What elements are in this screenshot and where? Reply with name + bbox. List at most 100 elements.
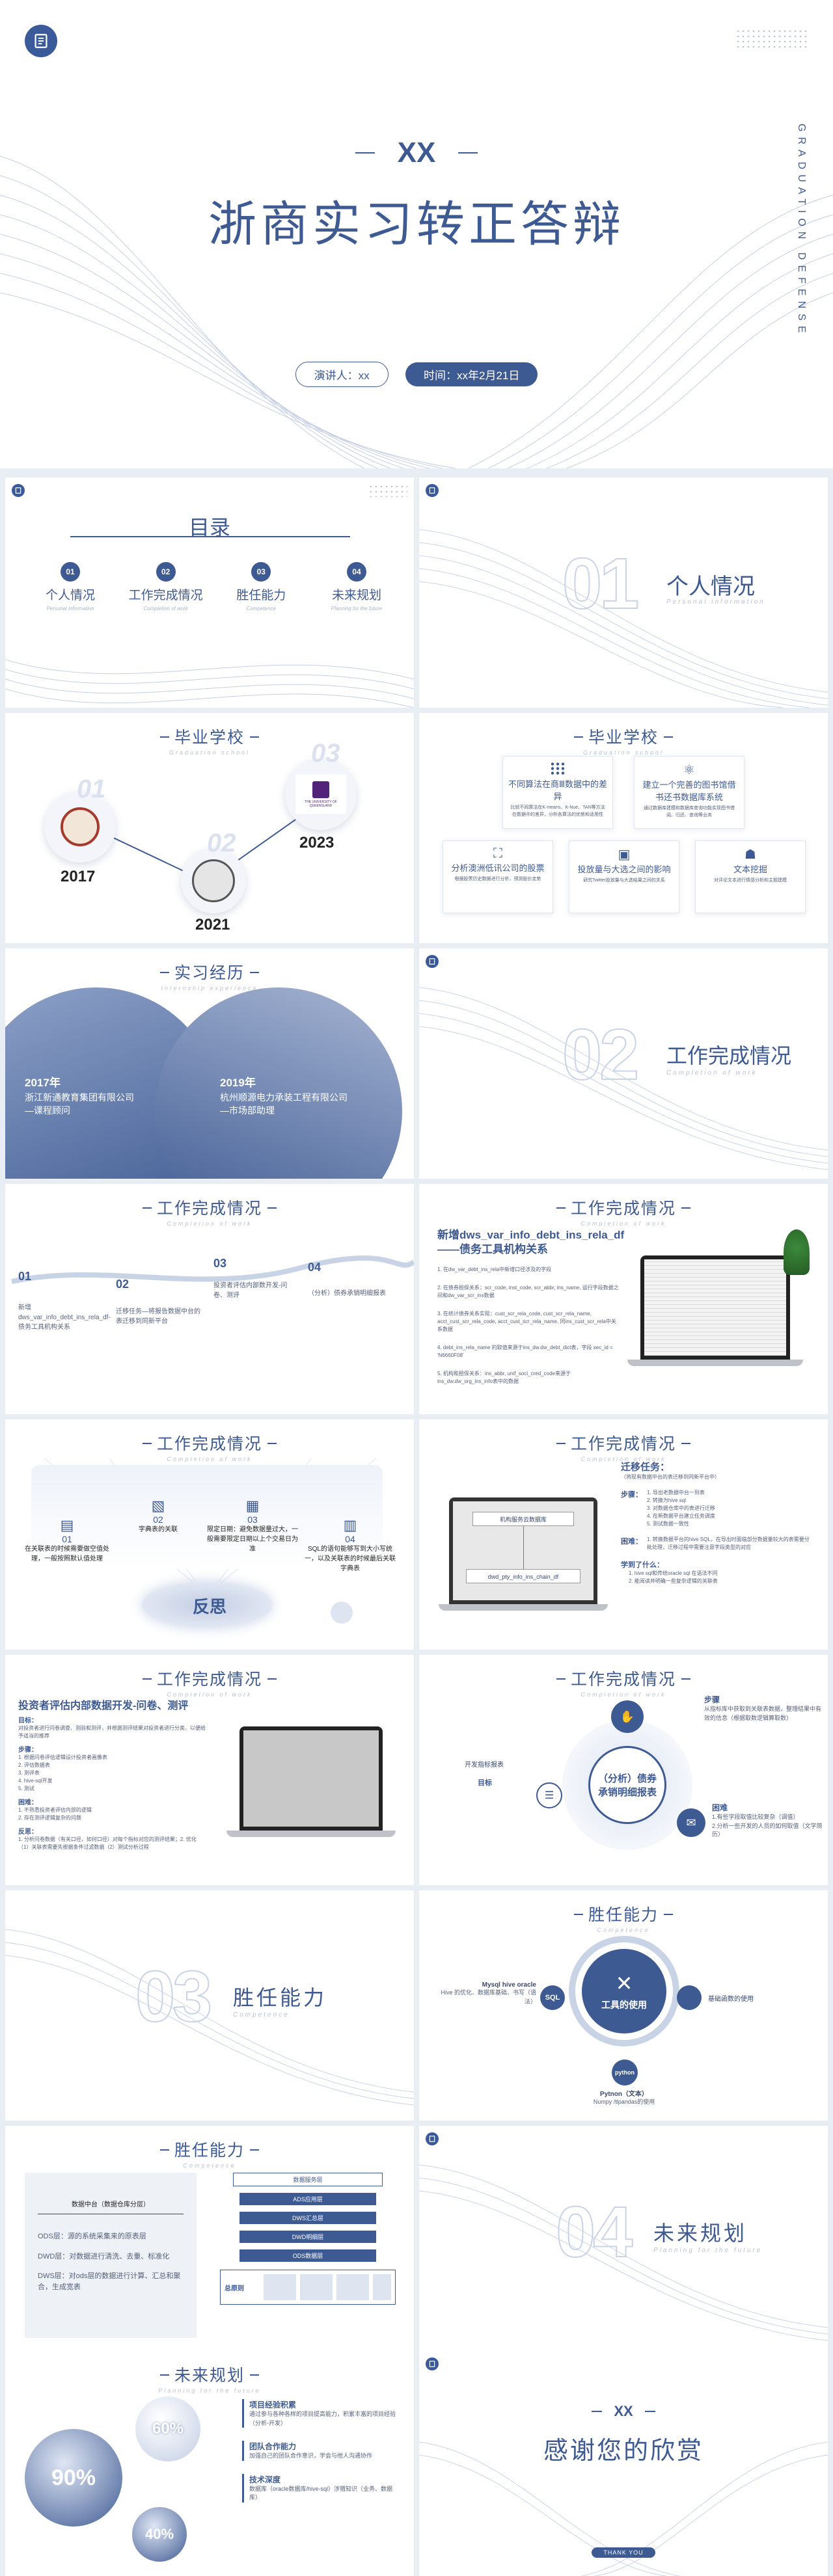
reflect-item-4: ▥ 04 SQL的语句能够写到大小写统一，以及关联表的时候最后关联字典表	[305, 1517, 396, 1572]
school-logo-icon	[25, 25, 57, 57]
tools-icon: ✕	[615, 1972, 633, 1995]
section-title: 工作完成情况	[666, 1044, 792, 1067]
calendar-icon: ▦	[245, 1497, 260, 1514]
cover-title: 浙商实习转正答辩	[208, 197, 625, 251]
logo-icon	[12, 484, 25, 497]
date-badge: 时间：xx年2月21日	[405, 362, 538, 386]
slide-title: 未来规划	[159, 2363, 260, 2386]
slide-title: 毕业学校	[573, 725, 674, 748]
slide-title: 工作完成情况	[556, 1667, 691, 1690]
logo-icon	[426, 2132, 439, 2145]
work-item-1: 01 新增dws_var_info_debt_ins_rela_df-债务工具机…	[18, 1270, 111, 1331]
reflect-item-2: ▧ 02 字典表的关联	[116, 1497, 200, 1535]
user-icon: ☗	[744, 848, 756, 862]
tools-center: ✕ 工具的使用	[582, 1949, 666, 2033]
slide-title: 工作完成情况	[556, 1431, 691, 1455]
section-04-slide: 04 未来规划 Planning for the future	[419, 2126, 828, 2356]
warehouse-diagram: 数据服务层 ADS应用层 DWS汇总层 DWD明细层 ODS数据层 总原则	[220, 2173, 396, 2338]
laptop-screenshot	[226, 1726, 396, 1844]
school-badge-1	[44, 791, 116, 863]
sql-badge: SQL	[540, 1985, 565, 2010]
decor-dots	[368, 484, 407, 497]
work-item-2: 02 迁移任务—将报告数据中台的表迁移到同新平台	[116, 1278, 200, 1325]
toc-item-1[interactable]: 01 个人情况 Personal information	[31, 562, 109, 611]
toc-item-3[interactable]: 03 胜任能力 Competence	[222, 562, 300, 611]
future-item-2: 团队合作能力 加强自己的团队合作意识，学会与他人沟通协作	[242, 2441, 398, 2461]
thank-you-badge: THANK YOU	[592, 2547, 655, 2558]
presenter-badge: 演讲人：xx	[295, 362, 389, 387]
slide-title: 工作完成情况	[556, 1196, 691, 1219]
section-number: 03	[135, 1956, 213, 2037]
toc-slide: 目录 01 个人情况 Personal information 02 工作完成情…	[5, 477, 414, 708]
section-title: 未来规划	[653, 2221, 748, 2245]
reflect-item-1: ▤ 01 在关联表的时候需要做空值处理，一般按照默认值处理	[25, 1517, 109, 1563]
decor-dots	[735, 29, 807, 51]
percent-circle-40: 40%	[132, 2507, 187, 2562]
atom-icon: ⚛	[683, 763, 695, 777]
internship-photo-2	[155, 987, 402, 1179]
wave-lines-decor	[0, 155, 833, 468]
section-number: 01	[562, 543, 640, 624]
thanks-title: 感谢您的欣赏	[543, 2437, 703, 2465]
work-item-4: 04 （分析）债券承销明细报表	[308, 1261, 386, 1297]
slide-title: 工作完成情况	[142, 1667, 277, 1690]
toc-item-4[interactable]: 04 未来规划 Planning for the future	[318, 562, 396, 611]
id-card-icon: ▤	[60, 1517, 74, 1533]
cover-xx: XX	[397, 137, 436, 168]
functions-badge	[677, 1985, 702, 2010]
logo-icon	[426, 484, 439, 497]
cover-side-text: GRADUATION DEFENSE	[796, 124, 807, 338]
cover-slide: XX 浙商实习转正答辩 GRADUATION DEFENSE 演讲人：xx 时间…	[0, 0, 833, 468]
plant-decor	[784, 1229, 810, 1275]
grid-icon	[550, 762, 566, 775]
work-item-3: 03 投资者评估内部数开发-问卷、测评	[213, 1257, 288, 1299]
project-card-1: 不同算法在商Ⅲ数据中的差异 比较不同算法在K-means、K-Nue、TAN等方…	[502, 756, 613, 829]
slide-title: 毕业学校	[159, 725, 260, 748]
python-badge: python	[612, 2059, 638, 2086]
section-02-slide: 02 工作完成情况 Completion of work	[419, 948, 828, 1179]
section-title: 个人情况	[666, 574, 755, 599]
section-subtitle: Planning for the future	[653, 2247, 763, 2254]
slide-title: 实习经历	[159, 960, 260, 984]
section-01-slide: 01 个人情况 Personal information	[419, 477, 828, 708]
bond-report-center: （分析）债券承销明细报表	[588, 1746, 666, 1824]
project-card-4: ▣ 投放量与大选之间的影响 研究Twitter投放量与大选结果之间的关系	[569, 840, 679, 913]
section-03-slide: 03 胜任能力 Competence	[5, 1890, 414, 2121]
handshake-icon: ✋	[611, 1700, 644, 1733]
section-subtitle: Completion of work	[666, 1069, 758, 1077]
list-icon: ☰	[536, 1782, 562, 1808]
document-icon: ▣	[618, 848, 631, 862]
project-card-5: ☗ 文本挖掘 对评论文本进行情感分析和主题建模	[695, 840, 806, 913]
slide-title: 工作完成情况	[142, 1196, 277, 1219]
section-number: 02	[562, 1014, 640, 1095]
thanks-xx: XX	[614, 2403, 633, 2419]
slide-title: 工作完成情况	[142, 1431, 277, 1455]
slide-title: 胜任能力	[573, 1902, 674, 1925]
toc-item-2[interactable]: 02 工作完成情况 Completion of work	[127, 562, 205, 611]
logo-icon	[426, 955, 439, 968]
reflection-label: 反思	[192, 1597, 226, 1617]
section-subtitle: Personal information	[666, 598, 765, 606]
file-icon: ▧	[151, 1497, 165, 1514]
bar-chart-icon: ▥	[343, 1517, 357, 1533]
section-title: 胜任能力	[233, 1986, 327, 2009]
school-badge-2	[181, 848, 246, 913]
future-item-1: 项目经验积累 通过参与各种各样的项目提高能力，积累丰富的项目经验（分析-开发）	[242, 2399, 398, 2428]
thanks-slide: XX 感谢您的欣赏 THANK YOU	[419, 2351, 828, 2576]
wave-lines-decor	[5, 659, 414, 708]
laptop-diagram: 机构服务云数据库 dwd_pty_info_ins_chain_df	[439, 1497, 608, 1615]
mail-icon: ✉	[677, 1808, 705, 1837]
school-badge-3: THE UNIVERSITY OF QUEENSLAND	[285, 758, 357, 830]
section-number: 04	[555, 2192, 633, 2273]
